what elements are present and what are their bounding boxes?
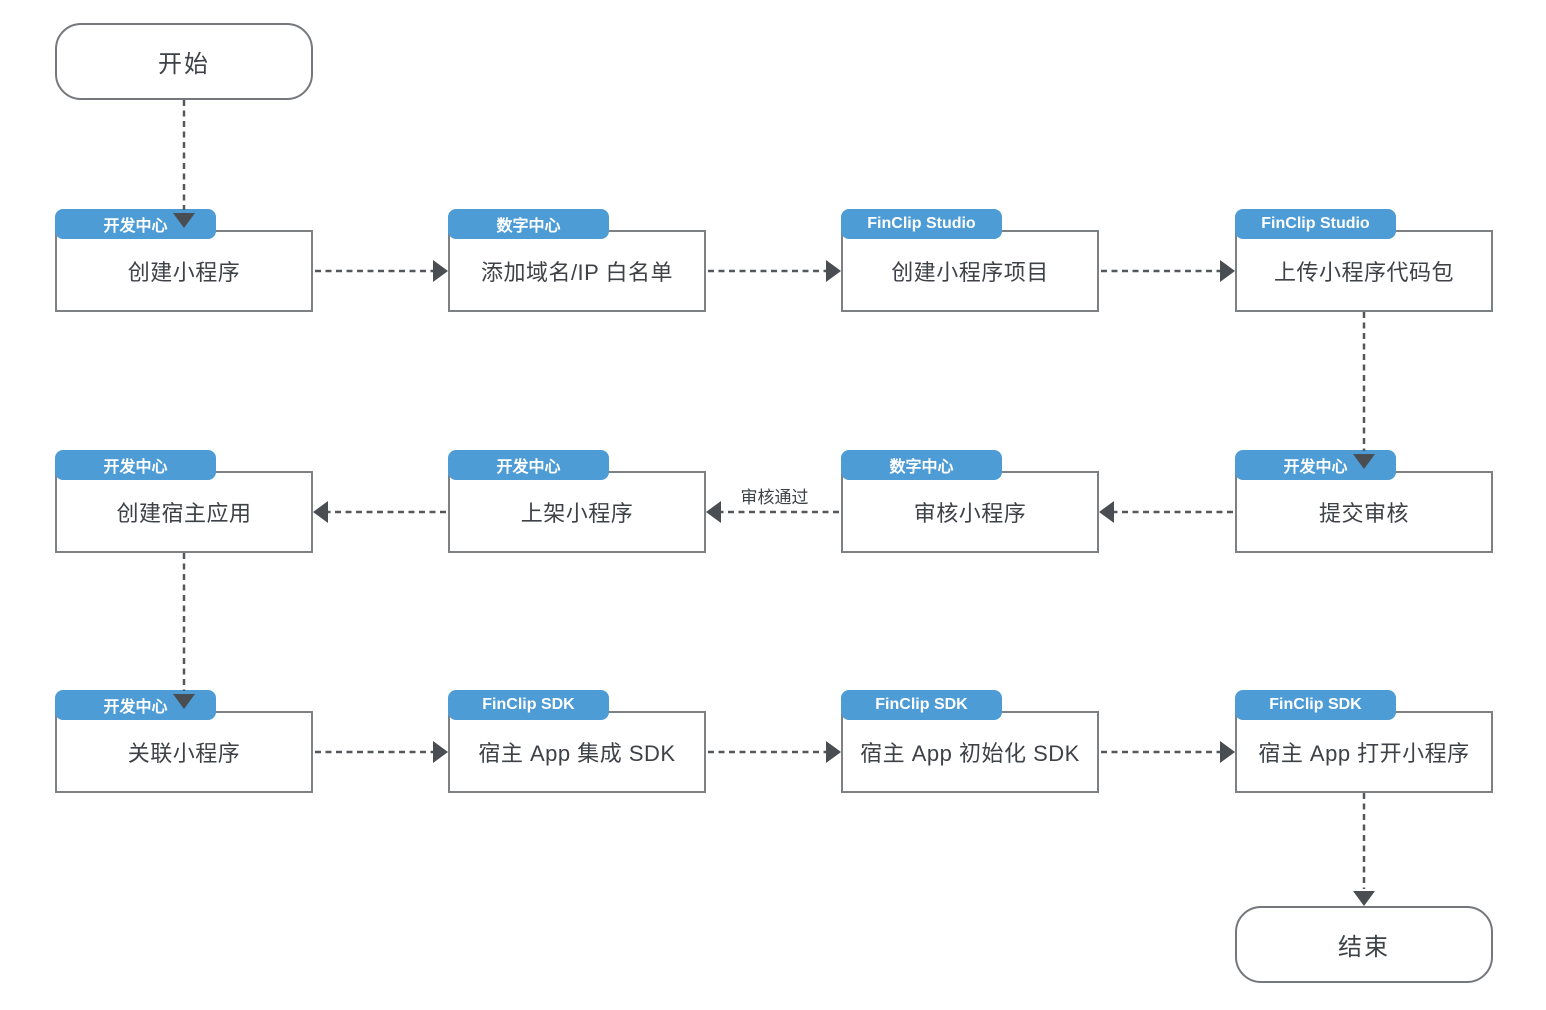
node-label: 关联小程序 (127, 741, 241, 766)
arrowhead-right-icon (433, 741, 448, 763)
node-label: 宿主 App 集成 SDK (478, 741, 676, 766)
node-label: 宿主 App 打开小程序 (1258, 741, 1470, 766)
node-label: 创建宿主应用 (116, 501, 252, 526)
node-create-miniapp: 开发中心 创建小程序 (55, 209, 313, 312)
node-submit-review: 开发中心 提交审核 (1235, 450, 1493, 553)
edge-label-approval: 审核通过 (740, 488, 809, 507)
node-tag: 开发中心 (55, 690, 216, 720)
node-tag: FinClip Studio (841, 209, 1002, 239)
node-publish-miniapp: 开发中心 上架小程序 (448, 450, 706, 553)
node-label: 提交审核 (1318, 501, 1409, 526)
node-tag: FinClip SDK (448, 690, 609, 720)
arrowhead-left-icon (313, 501, 328, 523)
node-add-whitelist: 数字中心 添加域名/IP 白名单 (448, 209, 706, 312)
node-host-app-open-miniapp: FinClip SDK 宿主 App 打开小程序 (1235, 690, 1493, 793)
node-tag: FinClip Studio (1235, 209, 1396, 239)
arrowhead-right-icon (1220, 260, 1235, 282)
node-tag: 数字中心 (448, 209, 609, 239)
node-label: 宿主 App 初始化 SDK (860, 741, 1080, 766)
arrowhead-right-icon (826, 260, 841, 282)
node-tag: 数字中心 (841, 450, 1002, 480)
end-node: 结束 (1235, 906, 1493, 983)
node-create-host-app: 开发中心 创建宿主应用 (55, 450, 313, 553)
node-host-app-integrate-sdk: FinClip SDK 宿主 App 集成 SDK (448, 690, 706, 793)
node-bind-miniapp: 开发中心 关联小程序 (55, 690, 313, 793)
node-label: 上架小程序 (520, 501, 634, 526)
start-node-label: 开始 (158, 51, 210, 78)
node-label: 创建小程序 (127, 260, 241, 285)
arrowhead-down-icon (1353, 891, 1375, 906)
node-label: 上传小程序代码包 (1273, 260, 1454, 285)
node-label: 添加域名/IP 白名单 (480, 260, 674, 285)
node-tag: 开发中心 (448, 450, 609, 480)
end-node-label: 结束 (1338, 934, 1390, 961)
node-label: 创建小程序项目 (891, 260, 1049, 285)
arrowhead-right-icon (433, 260, 448, 282)
node-tag: FinClip SDK (1235, 690, 1396, 720)
arrowhead-left-icon (1099, 501, 1114, 523)
start-node: 开始 (55, 23, 313, 100)
arrowhead-right-icon (1220, 741, 1235, 763)
node-tag: 开发中心 (55, 209, 216, 239)
node-tag: FinClip SDK (841, 690, 1002, 720)
node-tag: 开发中心 (55, 450, 216, 480)
node-upload-code-package: FinClip Studio 上传小程序代码包 (1235, 209, 1493, 312)
node-tag: 开发中心 (1235, 450, 1396, 480)
node-create-miniapp-project: FinClip Studio 创建小程序项目 (841, 209, 1099, 312)
node-label: 审核小程序 (913, 501, 1027, 526)
arrowhead-right-icon (826, 741, 841, 763)
node-review-miniapp: 数字中心 审核小程序 (841, 450, 1099, 553)
node-host-app-init-sdk: FinClip SDK 宿主 App 初始化 SDK (841, 690, 1099, 793)
